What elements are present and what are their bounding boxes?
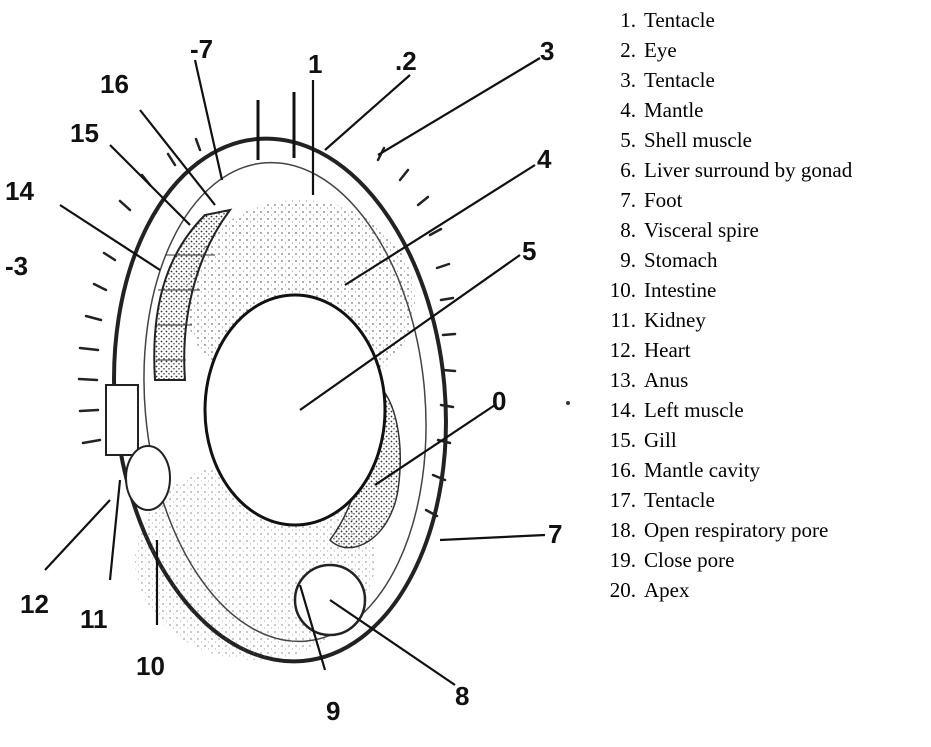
stray-dot <box>566 401 570 405</box>
legend-item-label: Tentacle <box>644 68 715 92</box>
callout-3: 3 <box>540 36 554 66</box>
callout-4: 4 <box>537 144 552 174</box>
callout-7: 7 <box>548 519 562 549</box>
kidney <box>126 446 170 510</box>
legend-item-label: Tentacle <box>644 8 715 32</box>
legend-item-label: Close pore <box>644 548 734 572</box>
legend-item: 19. Close pore <box>596 545 931 575</box>
callout-10: 10 <box>136 651 165 681</box>
legend-item-label: Stomach <box>644 248 718 272</box>
legend-item-number: 20. <box>596 575 636 605</box>
legend-item: 17. Tentacle <box>596 485 931 515</box>
legend-item-number: 3. <box>596 65 636 95</box>
callout-16: 16 <box>100 69 129 99</box>
legend-item-label: Gill <box>644 428 677 452</box>
callout-17: -7 <box>190 34 213 64</box>
legend-item: 7. Foot <box>596 185 931 215</box>
legend-item: 13. Anus <box>596 365 931 395</box>
legend-item-number: 6. <box>596 155 636 185</box>
legend-item: 10. Intestine <box>596 275 931 305</box>
legend-item-label: Left muscle <box>644 398 744 422</box>
legend-item-label: Eye <box>644 38 677 62</box>
legend-item: 2. Eye <box>596 35 931 65</box>
legend-item-number: 14. <box>596 395 636 425</box>
legend-item-number: 9. <box>596 245 636 275</box>
legend-item: 20. Apex <box>596 575 931 605</box>
legend-item-label: Mantle <box>644 98 703 122</box>
legend-item: 3. Tentacle <box>596 65 931 95</box>
callout-12: 12 <box>20 589 49 619</box>
anatomy-diagram: 1 .2 3 4 5 0 7 8 9 10 11 12 -3 14 15 16 … <box>0 0 600 747</box>
legend-item-label: Liver surround by gonad <box>644 158 852 182</box>
callout-6: 0 <box>492 386 506 416</box>
legend-item-number: 4. <box>596 95 636 125</box>
legend-item-number: 10. <box>596 275 636 305</box>
callout-15: 15 <box>70 118 99 148</box>
callout-11: 11 <box>80 604 108 634</box>
callout-9: 9 <box>326 696 340 726</box>
legend-item-label: Anus <box>644 368 688 392</box>
legend-item-number: 13. <box>596 365 636 395</box>
legend-item-label: Intestine <box>644 278 716 302</box>
legend-item: 9. Stomach <box>596 245 931 275</box>
legend-item-label: Open respiratory pore <box>644 518 828 542</box>
legend-item-label: Mantle cavity <box>644 458 760 482</box>
legend-item-label: Shell muscle <box>644 128 752 152</box>
legend-item: 11. Kidney <box>596 305 931 335</box>
callout-2: .2 <box>395 46 417 76</box>
legend-item-number: 11. <box>596 305 636 335</box>
callout-13: -3 <box>5 251 28 281</box>
legend-item-label: Kidney <box>644 308 706 332</box>
legend-item-label: Tentacle <box>644 488 715 512</box>
legend-item: 1. Tentacle <box>596 5 931 35</box>
legend-item: 6. Liver surround by gonad <box>596 155 931 185</box>
head-tentacles <box>258 92 294 160</box>
callout-8: 8 <box>455 681 469 711</box>
legend-item: 5. Shell muscle <box>596 125 931 155</box>
legend-item-number: 15. <box>596 425 636 455</box>
legend-item-number: 18. <box>596 515 636 545</box>
legend-item-number: 17. <box>596 485 636 515</box>
legend-item-number: 7. <box>596 185 636 215</box>
legend-item: 14. Left muscle <box>596 395 931 425</box>
legend-item-number: 1. <box>596 5 636 35</box>
legend-item-number: 8. <box>596 215 636 245</box>
legend-item: 15. Gill <box>596 425 931 455</box>
legend-item-number: 16. <box>596 455 636 485</box>
legend-item-number: 5. <box>596 125 636 155</box>
callout-5: 5 <box>522 236 536 266</box>
shell-muscle <box>205 295 385 525</box>
legend-item: 18. Open respiratory pore <box>596 515 931 545</box>
callout-1: 1 <box>308 49 322 79</box>
legend-item-number: 2. <box>596 35 636 65</box>
legend-item-label: Heart <box>644 338 691 362</box>
legend-item-label: Visceral spire <box>644 218 759 242</box>
legend-item-label: Apex <box>644 578 690 602</box>
legend-item-label: Foot <box>644 188 683 212</box>
legend-item-number: 19. <box>596 545 636 575</box>
heart <box>106 385 138 455</box>
legend-item: 12. Heart <box>596 335 931 365</box>
callout-14: 14 <box>5 176 34 206</box>
legend-list: 1. Tentacle 2. Eye 3. Tentacle 4. Mantle 5. S… <box>596 5 931 605</box>
legend-item: 8. Visceral spire <box>596 215 931 245</box>
legend-item: 4. Mantle <box>596 95 931 125</box>
legend-item: 16. Mantle cavity <box>596 455 931 485</box>
legend-item-number: 12. <box>596 335 636 365</box>
